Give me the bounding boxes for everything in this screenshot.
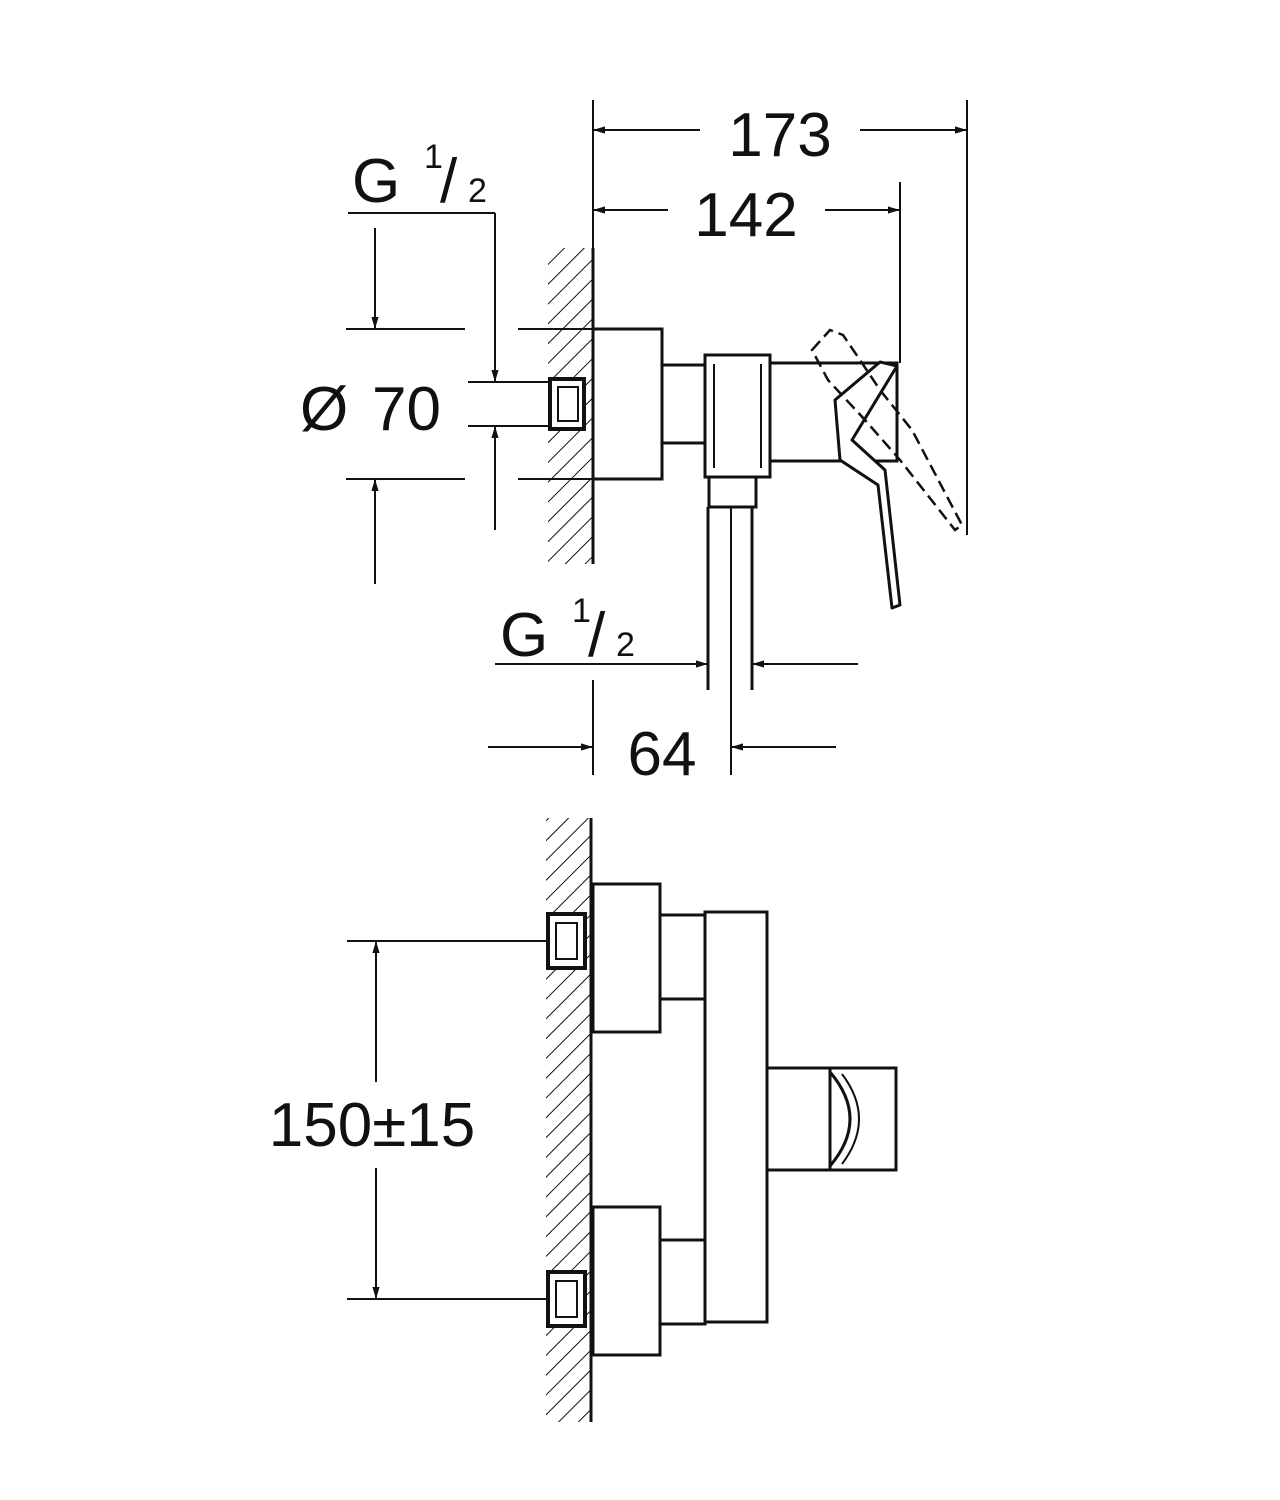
inlet-fitting-inner — [557, 386, 579, 422]
thread-bottom-slash: / — [588, 601, 606, 670]
thread-top-den: 2 — [468, 172, 487, 210]
dim-150: 150±15 — [269, 1091, 475, 1160]
dim-64: 64 — [628, 720, 697, 789]
dim-142: 142 — [694, 181, 797, 250]
connector — [660, 363, 707, 445]
dim-173: 173 — [728, 101, 831, 170]
upper-connector — [658, 913, 707, 1001]
lever-alt-position — [810, 328, 964, 532]
rosette — [591, 327, 664, 481]
lower-connector — [658, 1238, 707, 1326]
dim-diameter-symbol: Ø — [300, 375, 348, 444]
thread-top-slash: / — [440, 147, 458, 216]
front-valve-body — [703, 910, 769, 1324]
thread-bottom-num: 1 — [572, 592, 591, 630]
handle-cylinder — [765, 1066, 832, 1172]
upper-rosette — [591, 882, 662, 1034]
thread-bottom-letter: G — [500, 601, 548, 670]
outlet-nut — [707, 475, 758, 509]
wall-hatch-bottom — [546, 818, 590, 1422]
handle-curve — [828, 1071, 852, 1167]
thread-top-num: 1 — [424, 138, 443, 176]
lower-rosette — [591, 1205, 662, 1357]
front-view: 150±15 — [269, 818, 898, 1422]
dim-diameter-value: 70 — [372, 375, 441, 444]
side-view: 173 142 G 1 / 2 Ø 70 G 1 / 2 — [300, 100, 968, 789]
lever — [833, 360, 902, 610]
thread-top-letter: G — [352, 147, 400, 216]
thread-bottom-den: 2 — [616, 626, 635, 664]
